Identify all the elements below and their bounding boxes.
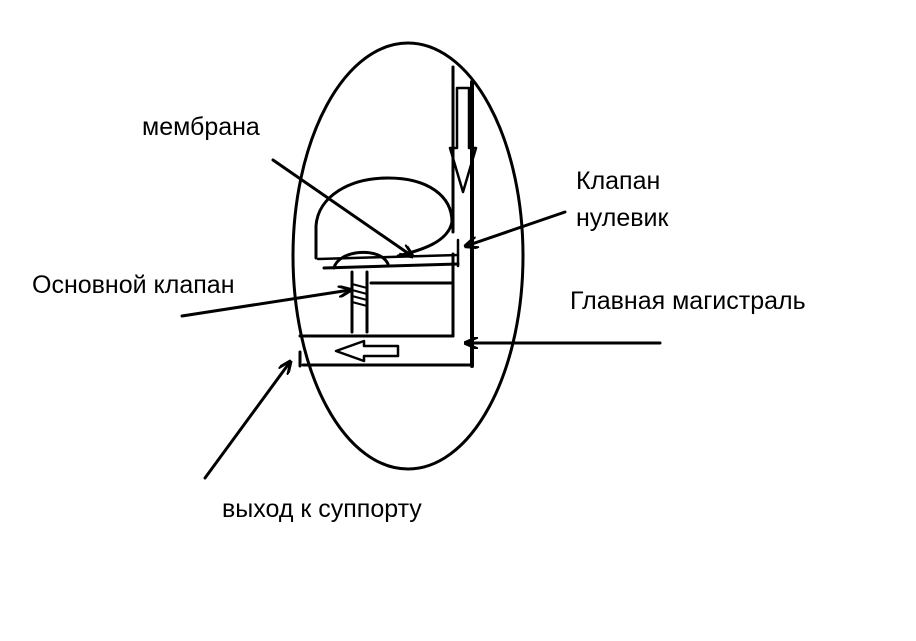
label-main-line: Главная магистраль <box>570 287 806 315</box>
arrow-membrane <box>271 158 412 256</box>
arrow-check-valve <box>466 210 567 246</box>
label-check-valve-line1: Клапан <box>576 167 661 195</box>
arrow-main-valve <box>180 290 350 318</box>
label-outlet: выход к суппорту <box>222 495 422 523</box>
flow-arrow-down <box>448 86 478 194</box>
label-main-valve: Основной клапан <box>32 271 235 299</box>
membrane-dome <box>314 176 460 270</box>
label-membrane: мембрана <box>142 113 260 141</box>
main-line-channel <box>298 65 474 368</box>
flow-arrow-left <box>334 339 400 363</box>
main-valve-body <box>332 250 455 334</box>
arrow-outlet <box>203 362 290 480</box>
label-check-valve-line2: нулевик <box>576 204 669 232</box>
enclosure-ellipse <box>291 41 525 471</box>
